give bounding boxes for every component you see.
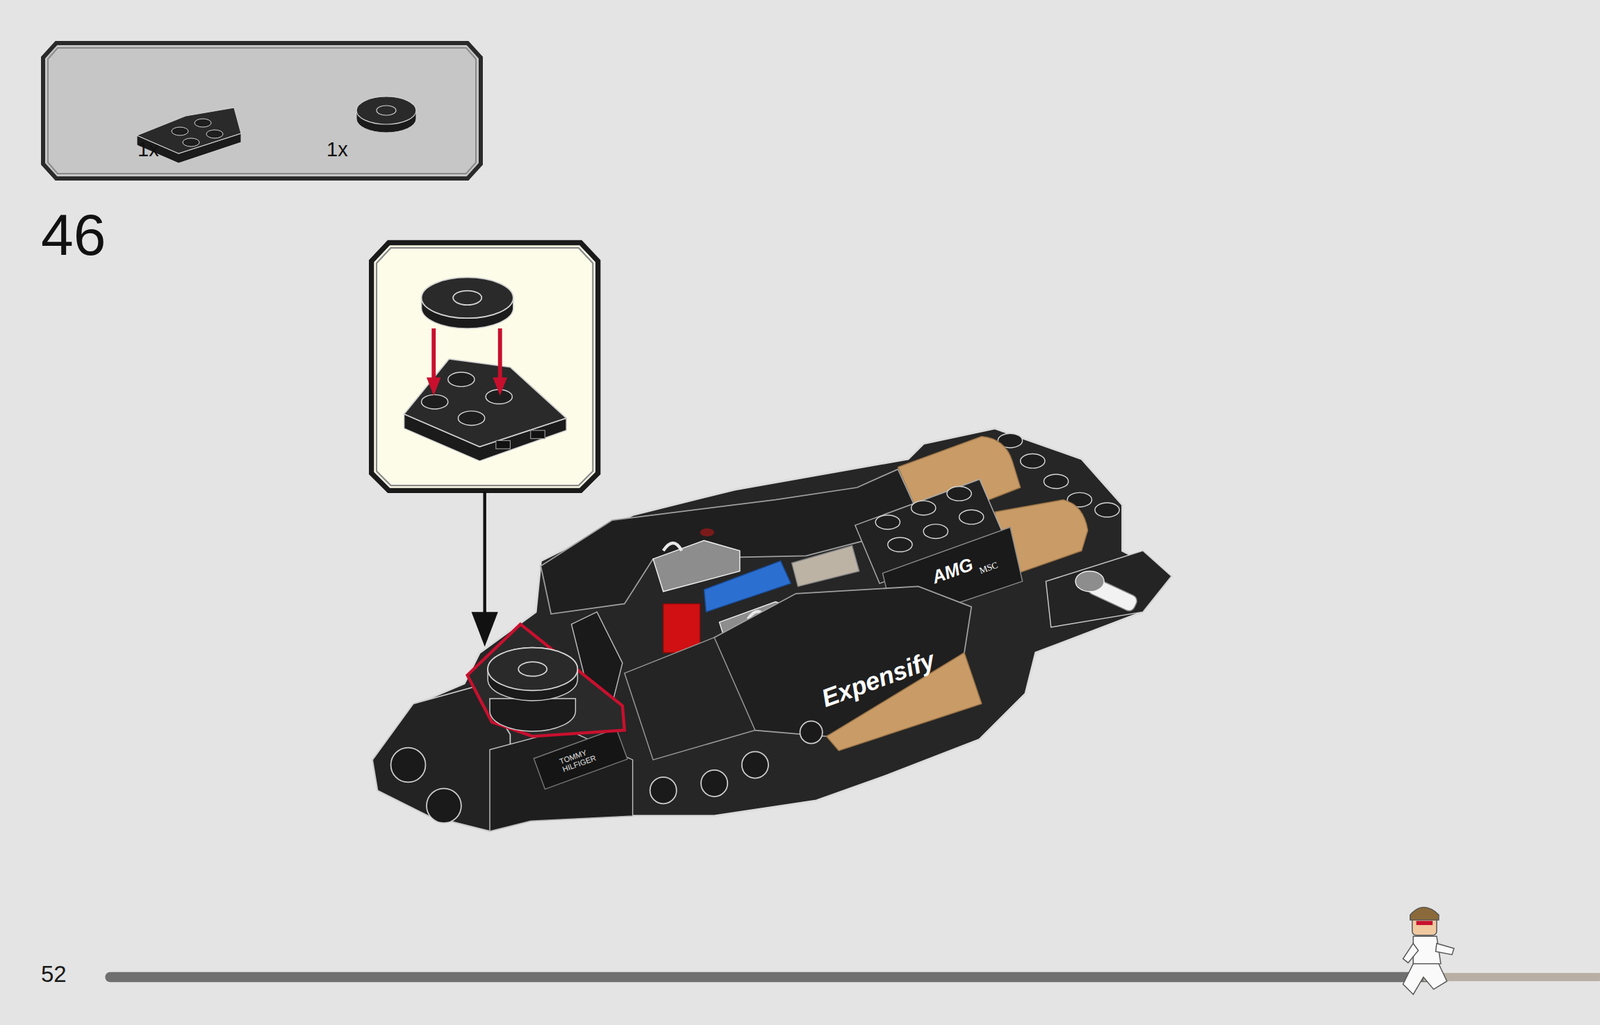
wedge-plate: [404, 359, 567, 462]
runner-figure: [1402, 907, 1454, 995]
pointer-line: [482, 491, 486, 621]
panel-outline: [40, 40, 483, 181]
step-number: 46: [40, 202, 106, 267]
callout-box-inner: [376, 248, 593, 486]
placement-arrows: [426, 328, 508, 397]
part-count: 1x: [137, 138, 160, 162]
car-model: [372, 428, 1172, 832]
progress-bar-rest: [1423, 973, 1600, 982]
part-count: 1x: [326, 138, 349, 162]
callout-box: [371, 243, 599, 492]
progress-bar: [104, 972, 1432, 984]
page-number: 52: [40, 962, 67, 988]
round-tile: [421, 277, 514, 328]
parts-panel: 1x 1x: [40, 40, 483, 181]
